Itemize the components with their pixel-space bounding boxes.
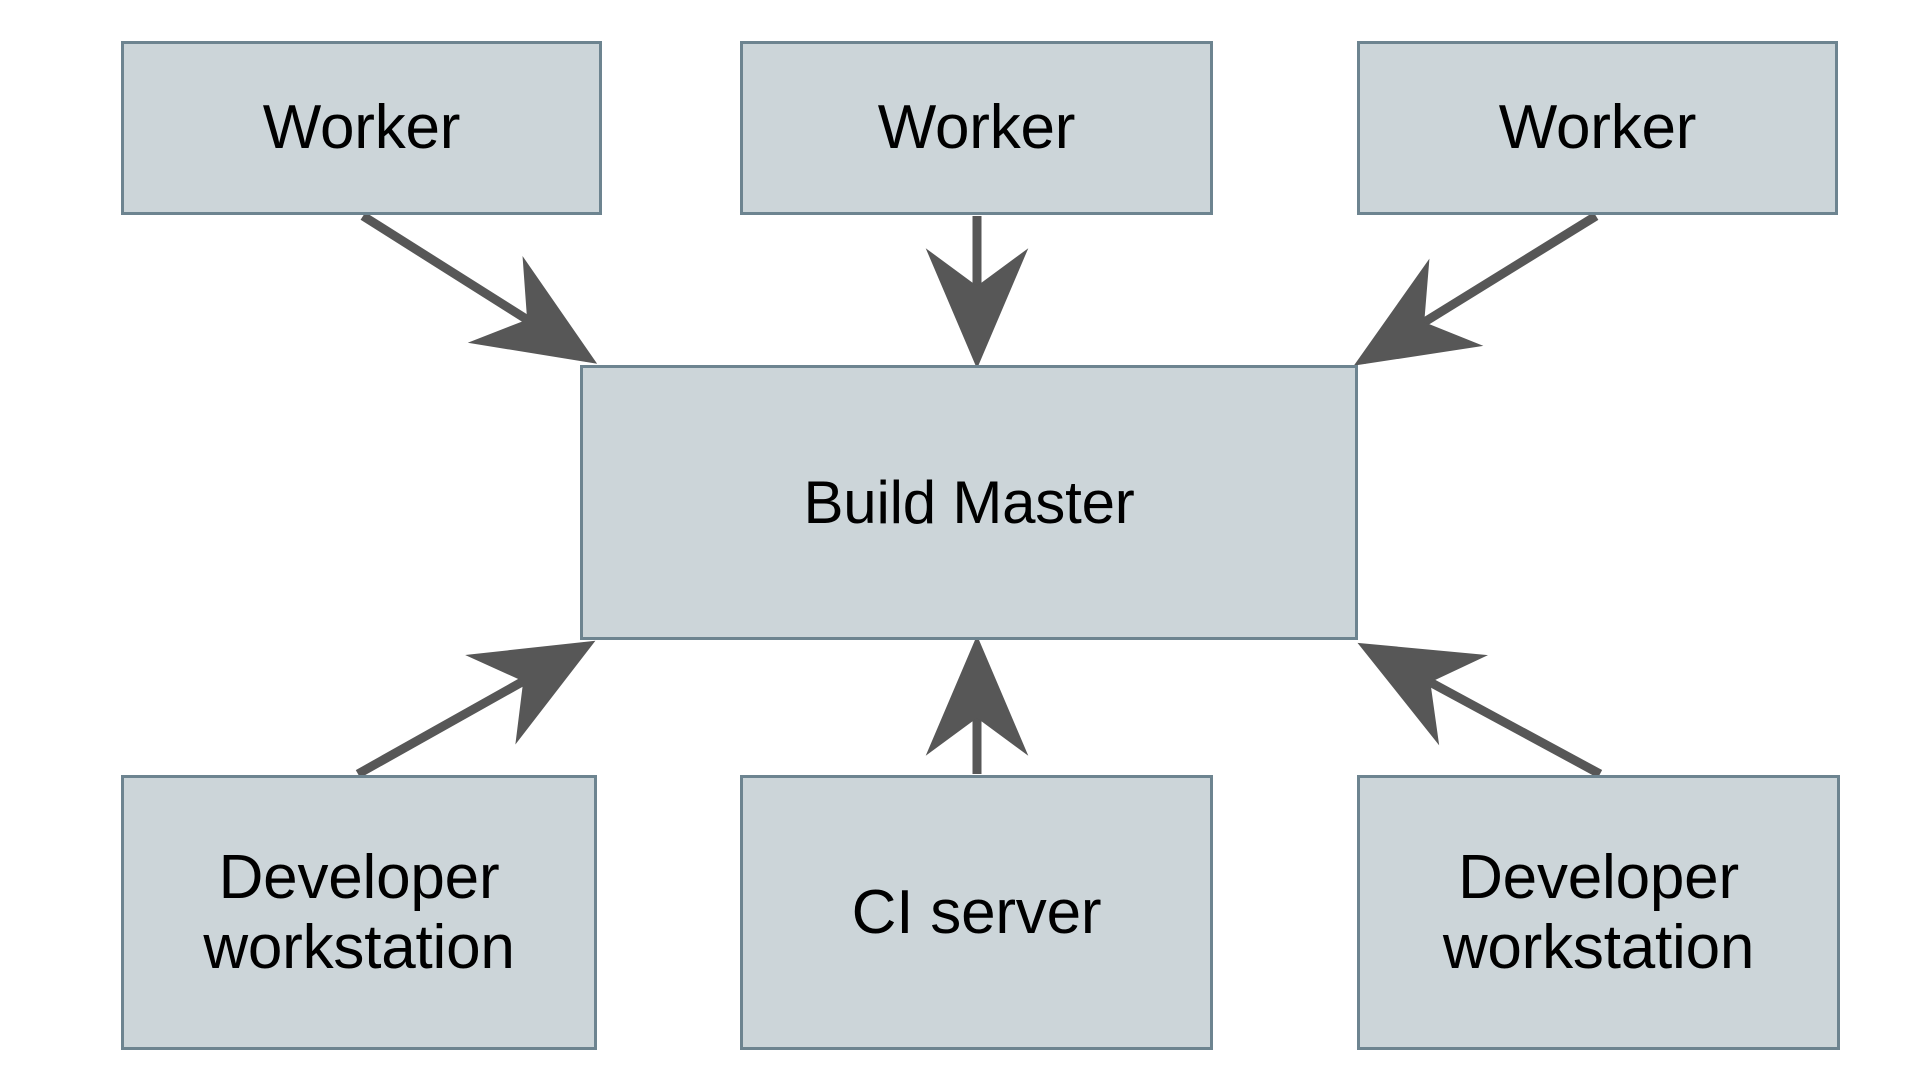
node-ci-server[interactable]: CI server [740,775,1213,1050]
node-worker-1-label: Worker [262,93,461,163]
edge-devws-1-master [355,640,596,778]
node-worker-1[interactable]: Worker [121,41,602,215]
node-developer-workstation-left[interactable]: Developer workstation [121,775,597,1050]
node-build-master[interactable]: Build Master [580,365,1358,640]
node-ci-server-label: CI server [851,877,1102,947]
node-developer-workstation-right[interactable]: Developer workstation [1357,775,1840,1050]
edge-worker-1-master [360,212,598,364]
node-worker-2-label: Worker [877,93,1076,163]
node-worker-3-label: Worker [1498,93,1697,163]
node-developer-workstation-right-label: Developer workstation [1442,843,1755,982]
edge-worker-3-master [1353,212,1599,366]
node-worker-2[interactable]: Worker [740,41,1213,215]
node-developer-workstation-left-label: Developer workstation [203,843,515,982]
node-worker-3[interactable]: Worker [1357,41,1838,215]
edge-devws-2-master [1357,642,1603,778]
node-build-master-label: Build Master [803,468,1135,536]
